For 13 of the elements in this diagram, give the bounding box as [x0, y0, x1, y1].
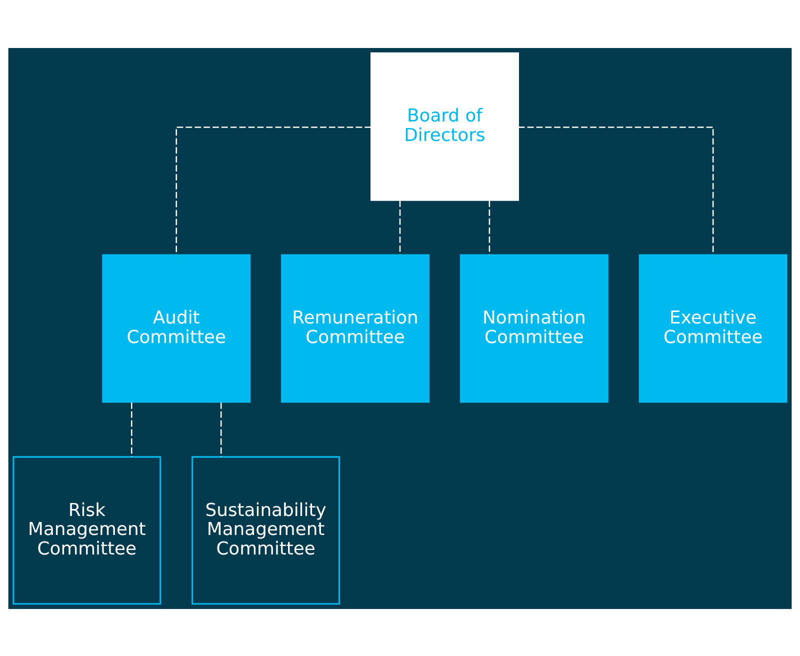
node-box: Board of Directors: [370, 52, 519, 200]
node-box: Risk Management Committee: [12, 456, 162, 604]
node-box: Executive Committee: [638, 254, 788, 402]
connector: [220, 402, 222, 456]
connector: [176, 126, 372, 254]
node-box: Audit Committee: [102, 254, 251, 402]
connector: [399, 200, 401, 254]
node-box: Nomination Committee: [460, 254, 608, 402]
connector: [131, 402, 132, 456]
node-box: Sustainability Management Committee: [192, 456, 340, 604]
node-box: Remuneration Committee: [281, 254, 430, 402]
connector: [488, 200, 490, 254]
connector: [518, 126, 714, 254]
